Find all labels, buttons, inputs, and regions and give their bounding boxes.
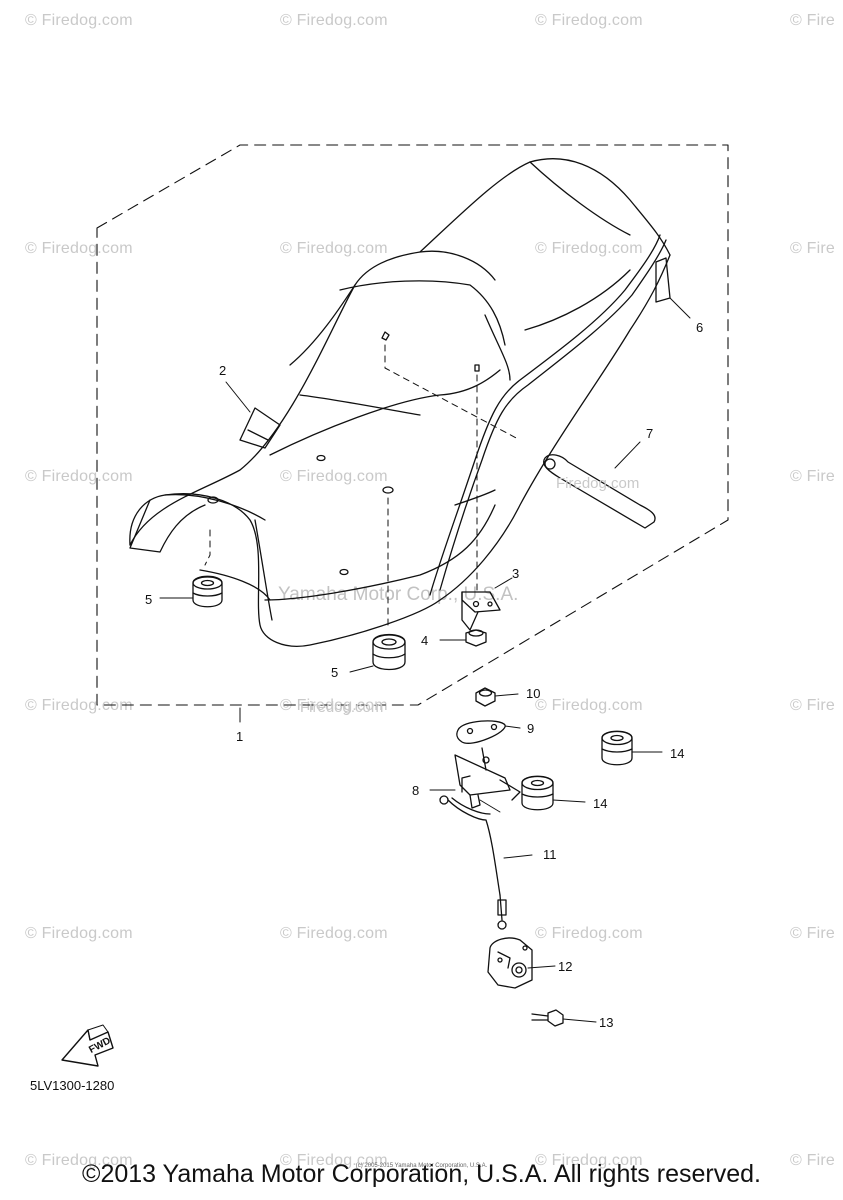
watermark: © Fire	[790, 240, 835, 257]
assembly-boundary	[96, 144, 729, 706]
callout-7: 7	[646, 426, 653, 441]
callout-14-lower: 14	[593, 796, 607, 811]
watermark: © Fire	[790, 697, 835, 714]
watermark: © Firedog.com	[280, 240, 388, 257]
part-2-label-sticker	[225, 381, 281, 449]
callout-9: 9	[527, 721, 534, 736]
watermark: © Firedog.com	[280, 925, 388, 942]
part-9-plate	[456, 720, 521, 744]
part-8-lock-bracket	[429, 747, 521, 809]
watermark: © Firedog.com	[535, 1152, 643, 1169]
part-6-strap	[655, 257, 691, 319]
watermark: © Fire	[790, 12, 835, 29]
watermark: © Fire	[790, 468, 835, 485]
watermark: © Firedog.com	[535, 240, 643, 257]
part-12-seat-lock	[487, 937, 556, 989]
part-11-cable	[439, 795, 533, 930]
watermark: © Firedog.com	[25, 697, 133, 714]
part-5-damper-center	[349, 633, 406, 673]
callout-11: 11	[543, 847, 557, 862]
callout-5-rear: 5	[145, 592, 152, 607]
small-print: (c) 2005-2015 Yamaha Motor Corporation, …	[355, 1163, 488, 1169]
part-5-damper-left	[159, 575, 223, 608]
watermark: © Firedog.com	[280, 1152, 388, 1169]
watermark: © Firedog.com	[280, 468, 388, 485]
watermark: © Firedog.com	[25, 925, 133, 942]
callout-3: 3	[512, 566, 519, 581]
callout-4: 4	[421, 633, 428, 648]
watermark: © Fire	[790, 925, 835, 942]
callout-10: 10	[526, 686, 540, 701]
watermark: © Firedog.com	[25, 1152, 133, 1169]
part-4-nut	[439, 629, 487, 647]
part-7-strap-hook	[543, 441, 656, 529]
part-14-damper-lower	[521, 775, 586, 811]
callout-13: 13	[599, 1015, 613, 1030]
callout-2: 2	[219, 363, 226, 378]
watermark: © Firedog.com	[535, 697, 643, 714]
callout-8: 8	[412, 783, 419, 798]
callout-6: 6	[696, 320, 703, 335]
callout-1: 1	[236, 729, 243, 744]
part-13-bolt	[531, 1009, 597, 1027]
watermark: © Firedog.com	[25, 468, 133, 485]
manufacturer-watermark: Yamaha Motor Corp., U.S.A.	[278, 584, 519, 605]
inline-watermark: Firedog.com	[556, 475, 639, 492]
watermark: © Firedog.com	[25, 12, 133, 29]
watermark: © Firedog.com	[535, 12, 643, 29]
part-3-bracket	[461, 577, 513, 631]
copyright-notice: ©2013 Yamaha Motor Corporation, U.S.A. A…	[82, 1160, 761, 1188]
watermark: © Firedog.com	[25, 240, 133, 257]
callout-5-center: 5	[331, 665, 338, 680]
fwd-arrow-icon	[61, 1024, 114, 1067]
callout-12: 12	[558, 959, 572, 974]
callout-14-upper: 14	[670, 746, 684, 761]
inline-watermark-lower: Firedog.com	[300, 699, 383, 716]
part-10-nut	[475, 687, 519, 707]
watermark: © Firedog.com	[280, 12, 388, 29]
seat	[129, 158, 671, 647]
watermark: © Firedog.com	[535, 925, 643, 942]
watermark: © Fire	[790, 1152, 835, 1169]
part-14-damper-upper	[601, 730, 663, 766]
part-code: 5LV1300-1280	[30, 1078, 115, 1093]
